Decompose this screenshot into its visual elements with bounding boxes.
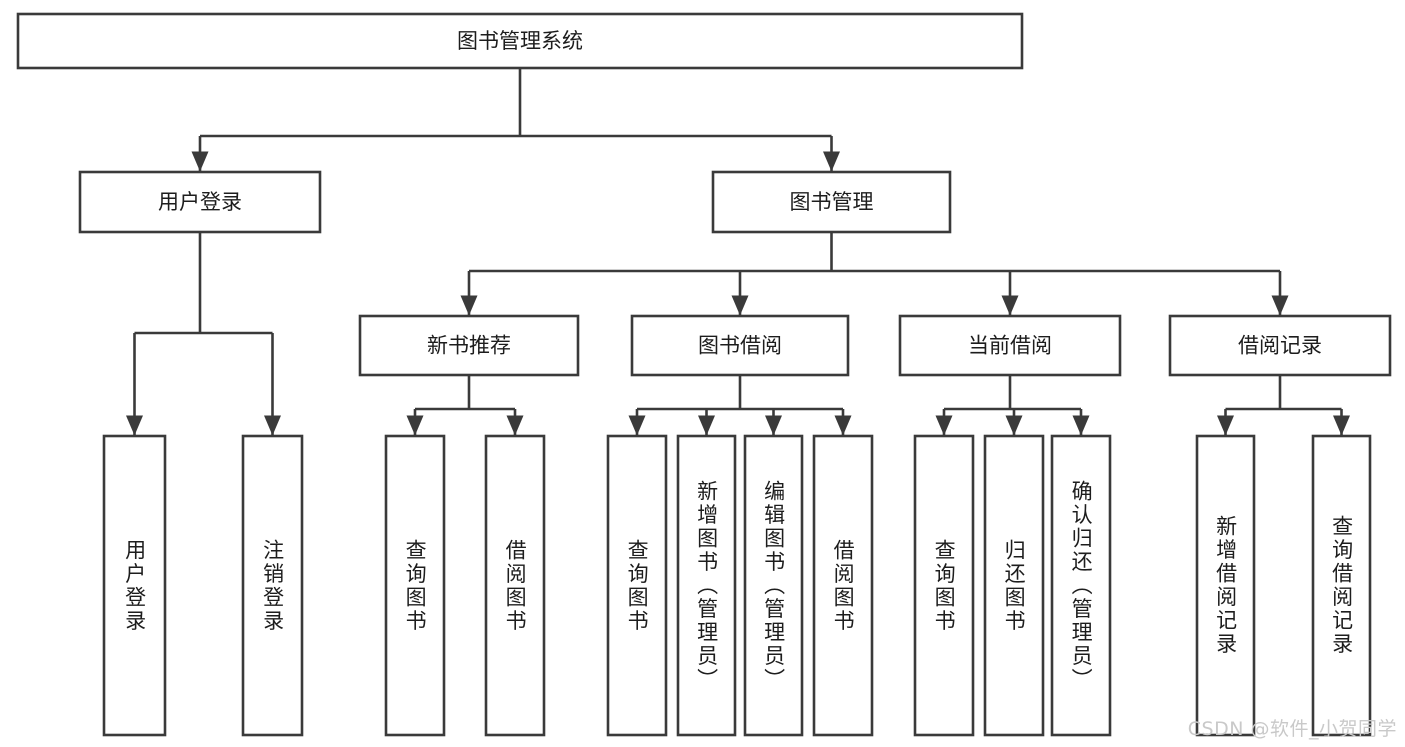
node-level3-box-3 (1168, 314, 1392, 377)
node-leaf-box-11 (1195, 434, 1256, 737)
node-leaf-box-0 (102, 434, 167, 737)
node-leaf-box-10 (1050, 434, 1112, 737)
csdn-watermark: CSDN @软件_小贺同学 (1187, 718, 1397, 740)
node-leaf-box-12 (1311, 434, 1372, 737)
node-level3-box-2 (898, 314, 1122, 377)
arrow-head-icon (731, 295, 749, 316)
node-root-box (16, 12, 1024, 70)
node-leaf-box-7 (812, 434, 874, 737)
arrow-head-icon (1001, 295, 1019, 316)
arrow-head-icon (126, 415, 143, 436)
node-box-layer (16, 12, 1392, 737)
node-leaf-box-9 (983, 434, 1045, 737)
node-level3-box-0 (358, 314, 580, 377)
arrow-head-icon (628, 415, 646, 436)
arrow-head-icon (1271, 295, 1289, 316)
node-level2-label-1: 图书管理 (790, 190, 874, 214)
node-leaf-box-6 (743, 434, 804, 737)
node-leaf-box-1 (241, 434, 304, 737)
node-level3-label-2: 当前借阅 (968, 334, 1052, 358)
node-level3-label-3: 借阅记录 (1238, 334, 1322, 358)
node-leaf-box-5 (676, 434, 737, 737)
node-level2-box-1 (711, 170, 952, 234)
arrow-head-icon (1217, 415, 1234, 436)
arrow-head-icon (698, 415, 715, 436)
connector-layer (126, 68, 1350, 436)
node-level2-label-0: 用户登录 (158, 190, 242, 214)
arrow-head-icon (1005, 415, 1023, 436)
arrow-head-icon (1333, 415, 1350, 436)
arrow-head-icon (264, 415, 281, 436)
node-root-label: 图书管理系统 (457, 29, 583, 53)
node-leaf-box-3 (484, 434, 546, 737)
arrow-head-icon (406, 415, 424, 436)
node-leaf-box-4 (606, 434, 668, 737)
arrow-head-icon (191, 151, 209, 172)
arrow-head-icon (460, 295, 478, 316)
node-level3-label-0: 新书推荐 (427, 334, 511, 358)
arrow-head-icon (823, 151, 840, 172)
node-leaf-box-2 (384, 434, 446, 737)
node-level3-label-1: 图书借阅 (698, 334, 782, 358)
arrow-head-icon (506, 415, 524, 436)
arrow-head-icon (935, 415, 953, 436)
node-level3-box-1 (630, 314, 850, 377)
arrow-head-icon (765, 415, 782, 436)
arrow-head-icon (1072, 415, 1090, 436)
node-level2-box-0 (78, 170, 322, 234)
arrow-head-icon (834, 415, 852, 436)
node-leaf-box-8 (913, 434, 975, 737)
